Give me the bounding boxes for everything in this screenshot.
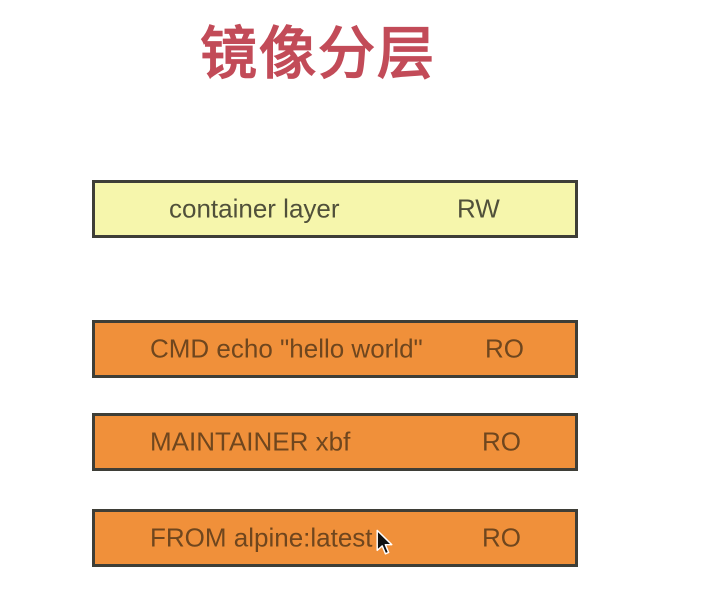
layer-label: container layer xyxy=(169,193,340,224)
layer-mode-badge: RW xyxy=(457,193,500,224)
page-title: 镜像分层 xyxy=(200,22,436,86)
layer-box-cmd: CMD echo "hello world" RO xyxy=(92,320,578,378)
layer-mode-badge: RO xyxy=(482,522,521,553)
layer-label: CMD echo "hello world" xyxy=(150,333,423,364)
layer-label: FROM alpine:latest xyxy=(150,522,373,553)
layer-mode-badge: RO xyxy=(485,333,524,364)
layer-label: MAINTAINER xbf xyxy=(150,426,351,457)
layer-box-maintainer: MAINTAINER xbf RO xyxy=(92,413,578,471)
mouse-cursor-icon xyxy=(376,529,393,555)
layer-box-from: FROM alpine:latest RO xyxy=(92,509,578,567)
layer-box-container-layer: container layer RW xyxy=(92,180,578,238)
layer-mode-badge: RO xyxy=(482,426,521,457)
